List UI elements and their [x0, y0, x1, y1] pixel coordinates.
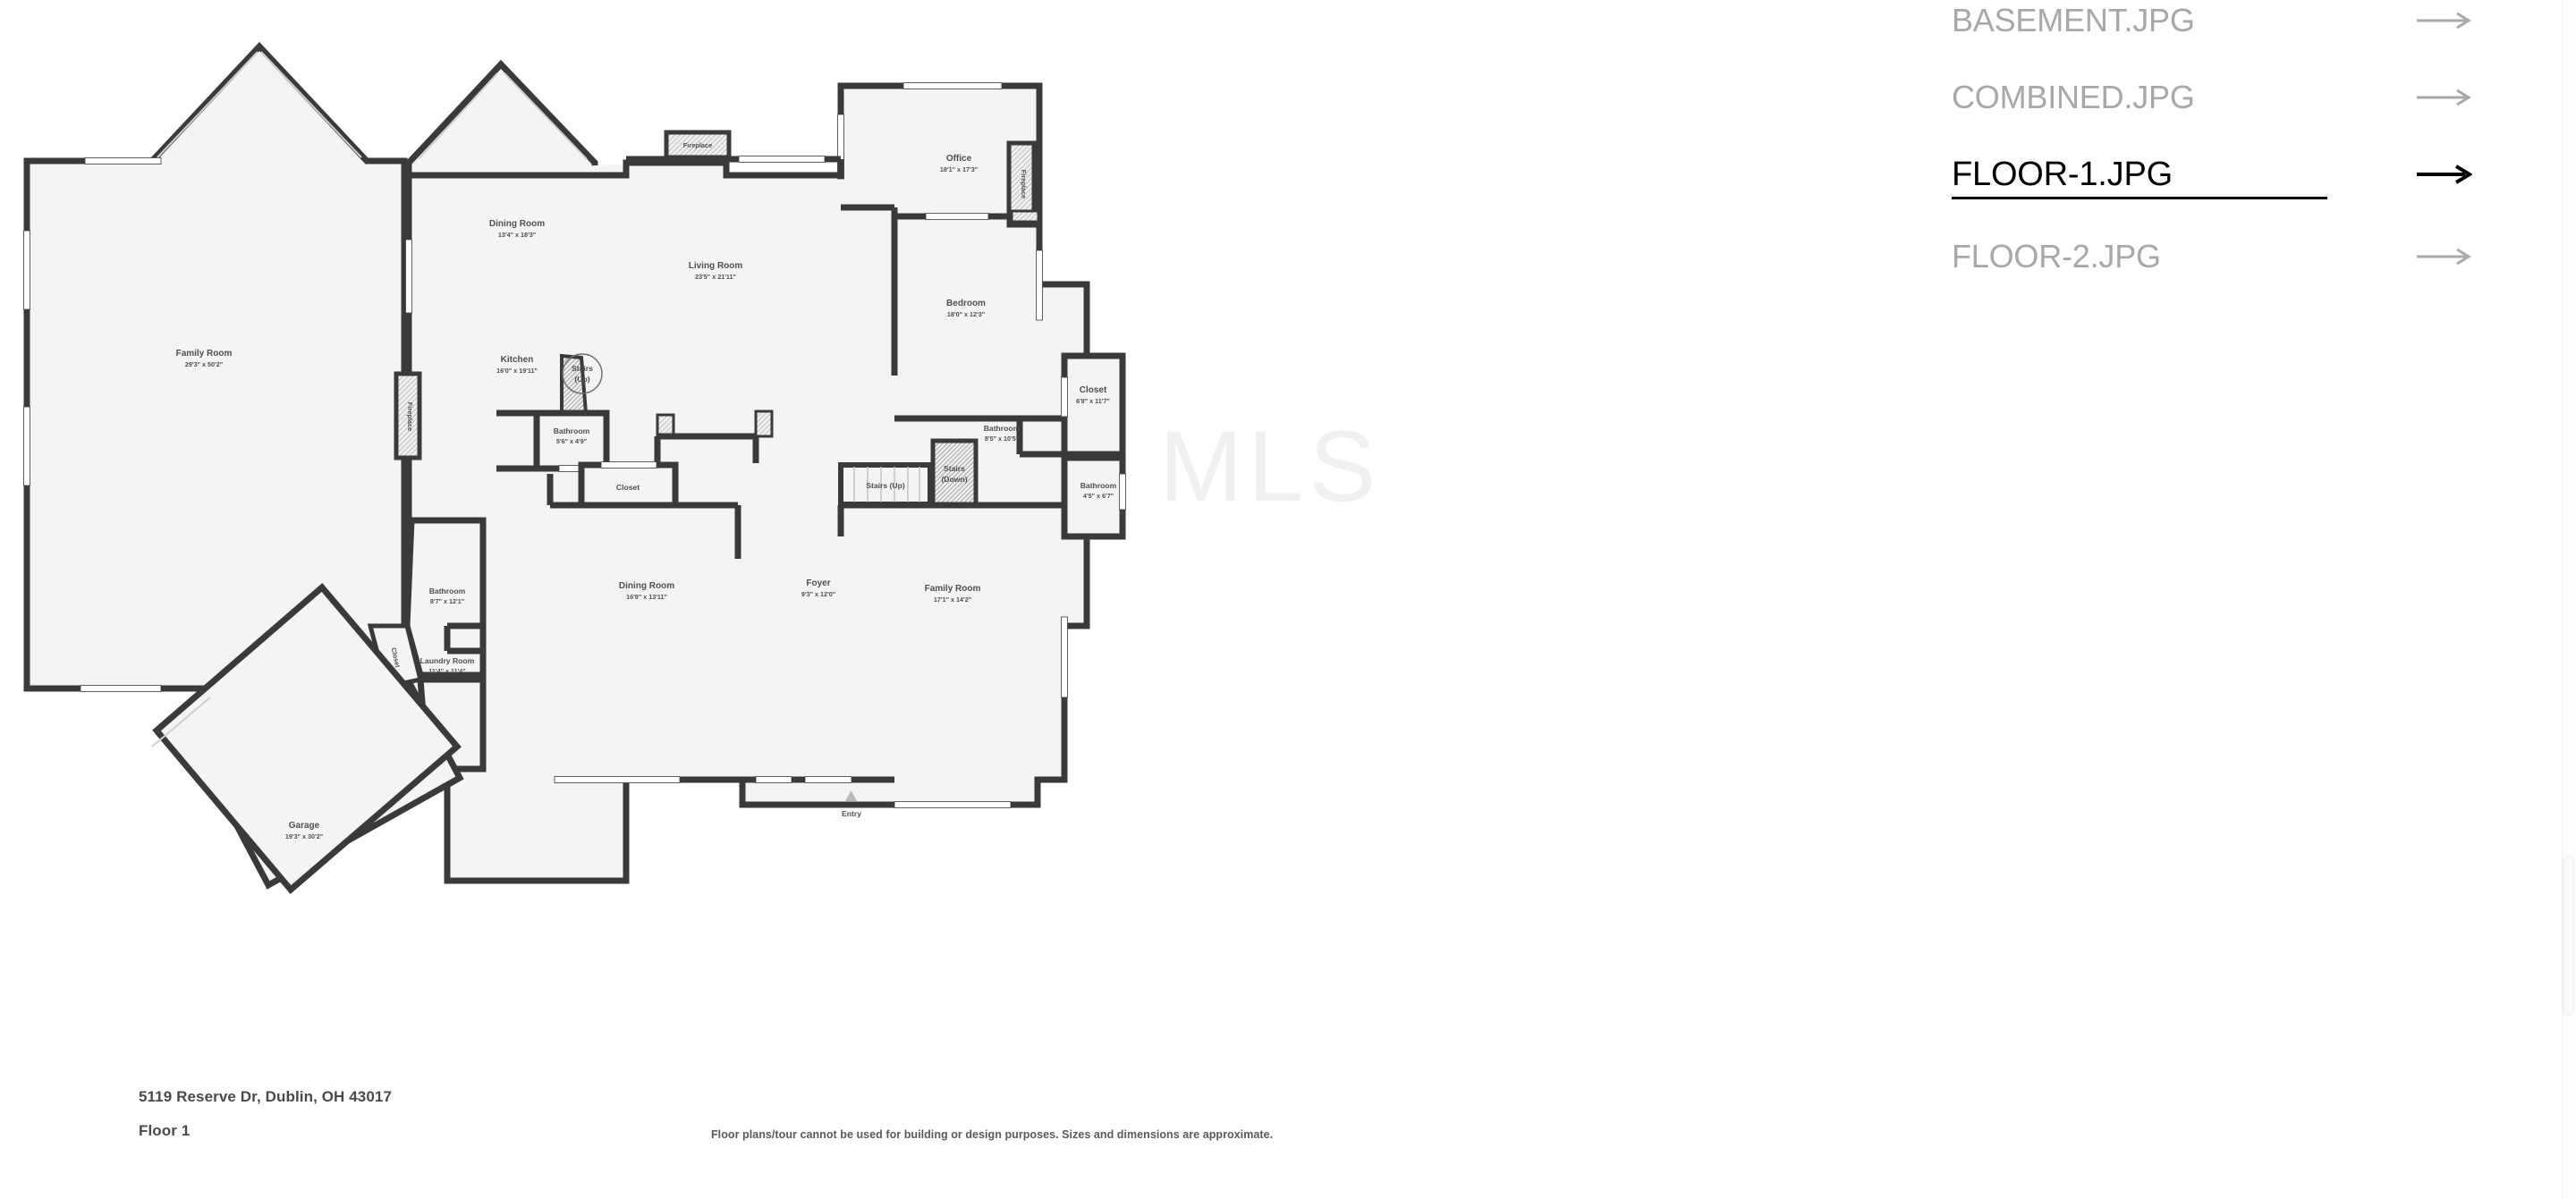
plan-viewer-pane[interactable]: CCOR MLS	[0, 0, 1923, 1199]
svg-text:13'4" x 18'3": 13'4" x 18'3"	[498, 231, 536, 239]
svg-text:Family Room: Family Room	[925, 584, 981, 594]
arrow-right-icon	[2417, 245, 2472, 268]
svg-text:9'3" x 12'0": 9'3" x 12'0"	[801, 590, 835, 598]
svg-text:16'8" x 13'11": 16'8" x 13'11"	[626, 593, 667, 601]
garage-block	[151, 583, 462, 894]
svg-text:18'0" x 12'3": 18'0" x 12'3"	[947, 310, 985, 318]
svg-text:Dining Room: Dining Room	[619, 581, 674, 591]
svg-text:16'0" x 19'11": 16'0" x 19'11"	[496, 367, 538, 375]
svg-text:17'1" x 14'2": 17'1" x 14'2"	[934, 595, 971, 604]
svg-text:Entry: Entry	[842, 809, 861, 818]
svg-text:Closet: Closet	[616, 483, 640, 492]
svg-text:(Down): (Down)	[941, 475, 967, 484]
svg-text:Bathroom: Bathroom	[429, 587, 466, 595]
floor-label: Floor 1	[139, 1122, 191, 1139]
svg-text:Stairs: Stairs	[572, 364, 593, 373]
sidebar-item-combined[interactable]: COMBINED.JPG	[1952, 73, 2479, 122]
svg-text:8'7" x 12'1": 8'7" x 12'1"	[430, 597, 464, 605]
room-bathroom-87	[403, 517, 487, 679]
svg-text:5'6" x 4'9": 5'6" x 4'9"	[556, 437, 587, 445]
svg-text:Family Room: Family Room	[176, 349, 233, 359]
page-scrollbar-track[interactable]	[2562, 0, 2576, 1199]
room-bathroom-85	[1016, 418, 1123, 458]
sidebar-item-floor-1[interactable]: FLOOR-1.JPG	[1952, 150, 2479, 198]
room-closet-right	[1061, 352, 1126, 458]
svg-text:Stairs (Up): Stairs (Up)	[866, 481, 905, 490]
active-item-underline	[1952, 197, 2327, 199]
svg-text:4'5" x 6'7": 4'5" x 6'7"	[1083, 492, 1114, 500]
svg-text:Kitchen: Kitchen	[501, 355, 534, 365]
svg-text:19'3" x 30'2": 19'3" x 30'2"	[285, 832, 323, 840]
svg-text:Fireplace: Fireplace	[683, 141, 712, 149]
svg-text:Bathroom: Bathroom	[1080, 481, 1117, 490]
svg-text:Office: Office	[946, 154, 972, 164]
file-label-floor-2: FLOOR-2.JPG	[1952, 238, 2161, 274]
file-label-floor-1: FLOOR-1.JPG	[1952, 156, 2173, 193]
room-bathroom-45	[1061, 454, 1126, 540]
svg-text:Bathroom: Bathroom	[984, 424, 1021, 433]
svg-text:6'8" x 11'7": 6'8" x 11'7"	[1076, 397, 1110, 405]
sidebar-item-floor-2[interactable]: FLOOR-2.JPG	[1952, 232, 2479, 281]
arrow-right-icon	[2417, 86, 2472, 109]
svg-text:Fireplace: Fireplace	[406, 402, 414, 431]
sidebar-item-basement[interactable]: BASEMENT.JPG	[1952, 0, 2479, 45]
svg-text:(Up): (Up)	[574, 375, 589, 384]
svg-text:Fireplace: Fireplace	[1020, 170, 1028, 198]
svg-text:Bedroom: Bedroom	[946, 299, 986, 308]
file-list-sidebar: BASEMENT.JPG COMBINED.JPG FLOOR-1.JPG	[1923, 0, 2576, 1199]
room-closet-plain	[547, 461, 741, 559]
svg-text:23'5" x 21'11": 23'5" x 21'11"	[695, 273, 736, 281]
svg-text:29'3" x 50'2": 29'3" x 50'2"	[185, 360, 223, 368]
svg-text:18'1" x 17'3": 18'1" x 17'3"	[940, 165, 978, 173]
svg-text:Foyer: Foyer	[806, 578, 830, 588]
plan-disclaimer: Floor plans/tour cannot be used for buil…	[711, 1128, 1274, 1141]
file-label-combined: COMBINED.JPG	[1952, 79, 2195, 115]
file-label-basement: BASEMENT.JPG	[1952, 2, 2195, 38]
svg-text:Living Room: Living Room	[689, 261, 743, 271]
stairs-down: Stairs (Down)	[930, 438, 979, 508]
arrow-right-icon	[2417, 163, 2472, 186]
entry-door	[742, 776, 894, 801]
room-labels: Family Room 29'3" x 50'2" Dining Room 13…	[176, 154, 1117, 840]
svg-text:Laundry Room: Laundry Room	[420, 656, 475, 665]
svg-text:Bathroom: Bathroom	[554, 426, 590, 435]
floorplan-image[interactable]: CCOR MLS	[0, 0, 1923, 1073]
arrow-right-icon	[2417, 9, 2472, 32]
svg-text:Stairs: Stairs	[944, 464, 965, 473]
property-address: 5119 Reserve Dr, Dublin, OH 43017	[139, 1088, 393, 1105]
svg-text:Dining Room: Dining Room	[489, 219, 545, 229]
stairs-up-box: Stairs (Up)	[838, 462, 933, 507]
page-scrollbar-thumb[interactable]	[2563, 857, 2573, 1014]
svg-text:11'4" x 11'4": 11'4" x 11'4"	[428, 667, 465, 675]
svg-text:Closet: Closet	[1080, 385, 1107, 395]
svg-text:Garage: Garage	[289, 821, 320, 831]
svg-text:8'5" x 10'5": 8'5" x 10'5"	[985, 435, 1019, 443]
plan-caption: 5119 Reserve Dr, Dublin, OH 43017 Floor …	[139, 1089, 944, 1138]
